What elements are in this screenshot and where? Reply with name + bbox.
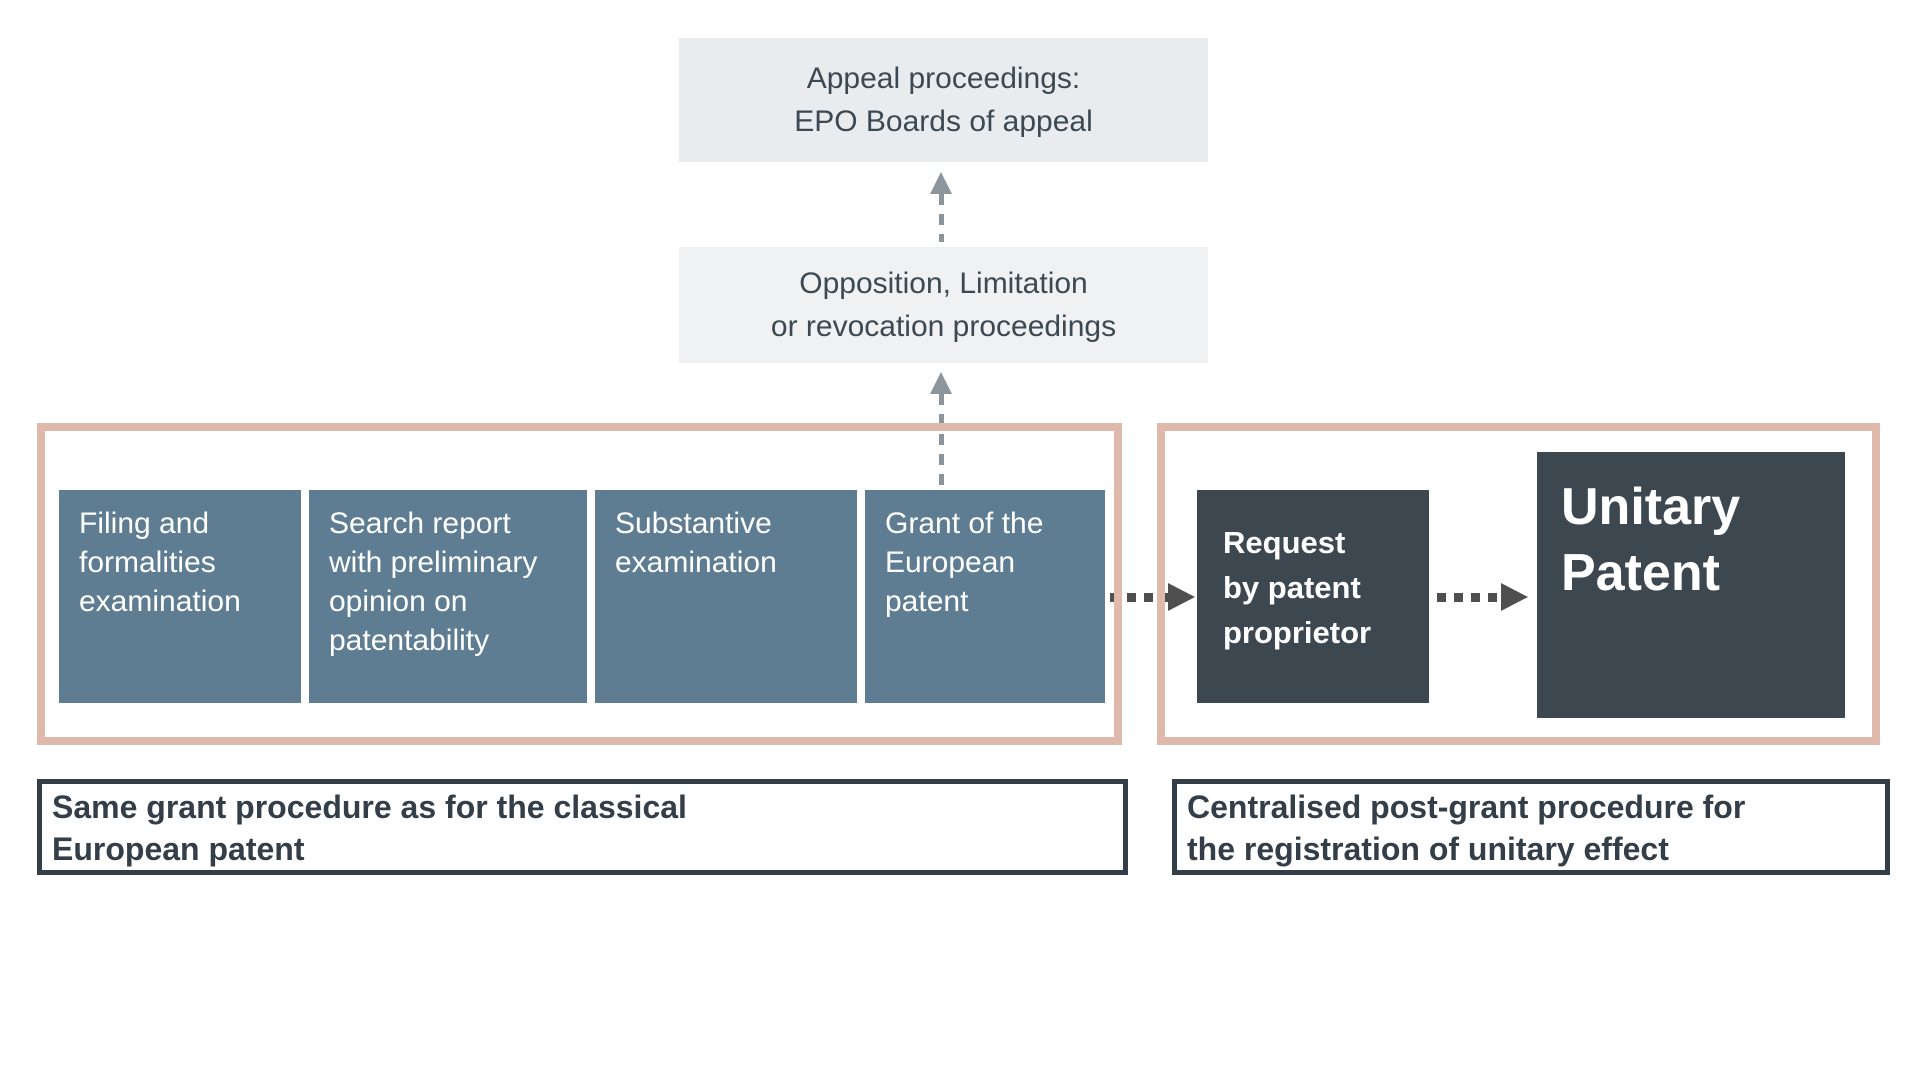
arrow-right-stem [1110,592,1168,602]
arrow-grant-to-opposition [929,372,953,486]
request-by-proprietor-label: Request by patent proprietor [1223,525,1372,650]
arrow-up-stem [938,394,944,486]
arrow-up-head-icon [930,172,952,194]
arrow-right-stem [1437,592,1501,602]
stage-label-search-report: Search report with preliminary opinion o… [329,507,538,657]
unitary-patent-label: Unitary Patent [1561,478,1741,602]
stage-box-substantive-examination: Substantive examination [595,490,857,703]
arrow-opposition-to-appeal [929,172,953,242]
unitary-procedure-frame [1157,423,1880,745]
arrow-right-head-icon [1501,583,1528,611]
arrow-right-head-icon [1168,583,1195,611]
stage-box-grant: Grant of the European patent [865,490,1105,703]
stage-box-search-report: Search report with preliminary opinion o… [309,490,587,703]
stage-box-filing: Filing and formalities examination [59,490,301,703]
stage-label-filing: Filing and formalities examination [79,507,241,618]
left-caption-box: Same grant procedure as for the classica… [37,779,1128,875]
stage-label-substantive-examination: Substantive examination [615,507,777,579]
arrow-request-to-unitary [1437,583,1528,611]
classical-procedure-frame [37,423,1122,745]
opposition-proceedings-label: Opposition, Limitation or revocation pro… [770,267,1117,343]
appeal-proceedings-box: Appeal proceedings: EPO Boards of appeal [679,38,1208,162]
right-caption-box: Centralised post-grant procedure for the… [1172,779,1890,875]
unitary-patent-box: Unitary Patent [1537,452,1845,718]
opposition-proceedings-box: Opposition, Limitation or revocation pro… [679,247,1208,363]
stage-label-grant: Grant of the European patent [885,507,1044,618]
appeal-proceedings-label: Appeal proceedings: EPO Boards of appeal [794,62,1093,138]
left-caption-label: Same grant procedure as for the classica… [52,789,687,867]
right-caption-label: Centralised post-grant procedure for the… [1187,789,1746,867]
arrow-up-head-icon [930,372,952,394]
arrow-up-stem [938,194,944,242]
arrow-grant-to-request [1110,583,1195,611]
request-by-proprietor-box: Request by patent proprietor [1197,490,1429,703]
